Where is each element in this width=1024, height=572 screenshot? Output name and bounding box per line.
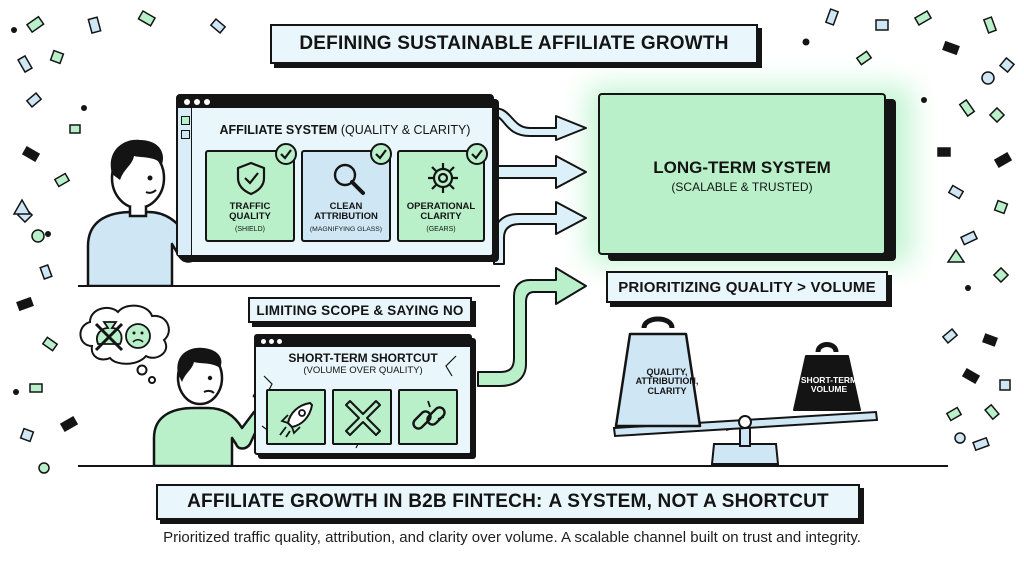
- operational-clarity-card: OPERATIONAL CLARITY (GEARS): [397, 150, 485, 242]
- footer-title-bold: AFFILIATE GROWTH IN B2B FINTECH:: [187, 491, 543, 512]
- card-label: TRAFFIC QUALITY: [229, 201, 271, 222]
- gears-icon: [428, 163, 458, 193]
- long-term-system-box: LONG-TERM SYSTEM (SCALABLE & TRUSTED): [598, 93, 886, 255]
- check-icon: [275, 143, 297, 165]
- balance-scale-illustration: [612, 316, 879, 465]
- footer-caption: Prioritized traffic quality, attribution…: [163, 529, 861, 546]
- card-label: OPERATIONAL CLARITY: [406, 201, 476, 222]
- arrow-to-system-1: [493, 107, 587, 141]
- footer-title: AFFILIATE GROWTH IN B2B FINTECH:A SYSTEM…: [156, 484, 860, 520]
- traffic-quality-card: TRAFFIC QUALITY (SHIELD): [205, 150, 295, 242]
- footer-title-rest: A SYSTEM, NOT A SHORTCUT: [548, 491, 829, 512]
- arrow-to-system-3: [493, 201, 587, 265]
- check-icon: [370, 143, 392, 165]
- card-sublabel: (MAGNIFYING GLASS): [309, 226, 383, 233]
- rocket-icon: [279, 401, 314, 438]
- volume-weight: [793, 342, 861, 411]
- sad-face-icon: [125, 323, 151, 349]
- page-title: DEFINING SUSTAINABLE AFFILIATE GROWTH: [270, 24, 758, 64]
- card-sublabel: (SHIELD): [235, 226, 265, 233]
- person-thinking-illustration: [152, 347, 268, 466]
- volume-weight-label: SHORT-TERM VOLUME: [800, 375, 858, 394]
- window-sidebar: [178, 108, 192, 255]
- broken-link-icon: [412, 400, 446, 430]
- rocket-card: [266, 389, 326, 445]
- check-icon: [466, 143, 488, 165]
- thought-bubble: [79, 304, 170, 384]
- cross-card: [332, 389, 392, 445]
- broken-link-card: [398, 389, 458, 445]
- window-titlebar: [256, 336, 470, 347]
- quality-weight: [614, 316, 702, 428]
- mint-arrow: [477, 267, 587, 387]
- window-titlebar: [178, 96, 492, 108]
- prioritizing-label: PRIORITIZING QUALITY > VOLUME: [606, 271, 888, 303]
- crack-lines: [261, 355, 457, 449]
- affiliate-system-title: AFFILIATE SYSTEM (QUALITY & CLARITY): [219, 123, 471, 137]
- shortcut-subtitle: (VOLUME OVER QUALITY): [303, 365, 423, 376]
- limiting-scope-label: LIMITING SCOPE & SAYING NO: [248, 297, 472, 323]
- arrow-to-system-2: [493, 155, 587, 189]
- long-term-subtitle: (SCALABLE & TRUSTED): [671, 180, 813, 194]
- shield-icon: [236, 161, 266, 196]
- quality-weight-label: QUALITY, ATTRIBUTION, CLARITY: [635, 367, 699, 396]
- shortcut-title: SHORT-TERM SHORTCUT: [288, 351, 438, 365]
- long-term-title: LONG-TERM SYSTEM: [653, 158, 831, 177]
- card-label: CLEAN ATTRIBUTION: [314, 201, 378, 222]
- cross-icon: [345, 400, 381, 436]
- card-sublabel: (GEARS): [426, 226, 456, 233]
- magnifying-glass-icon: [333, 163, 365, 195]
- money-bag-icon: [96, 321, 123, 345]
- clean-attribution-card: CLEAN ATTRIBUTION (MAGNIFYING GLASS): [301, 150, 391, 242]
